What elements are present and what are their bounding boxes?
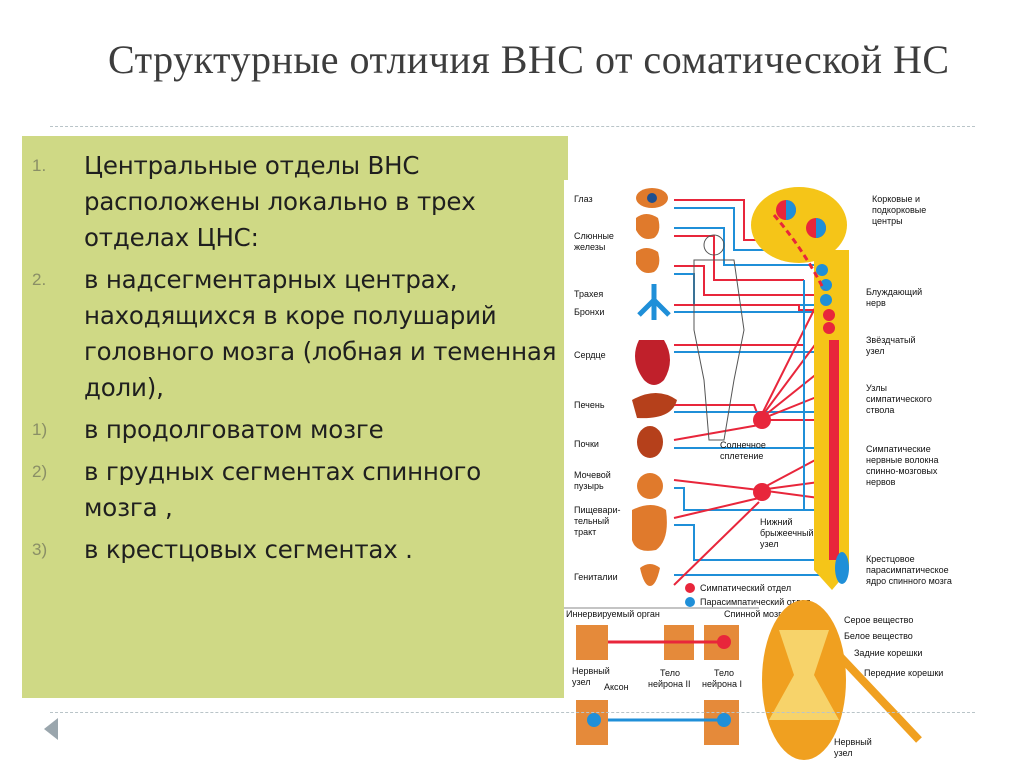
label-digestive: тракт	[574, 527, 596, 537]
label-salivary: железы	[574, 242, 605, 252]
legend-sympathetic-swatch	[685, 583, 695, 593]
label-fibers: Симпатические	[866, 444, 931, 454]
list-marker: 3)	[32, 540, 48, 559]
label-sacral: ядро спинного мозга	[866, 576, 952, 586]
text-panel: 1. Центральные отделы ВНС расположены ло…	[22, 136, 568, 698]
label-trunk: симпатического	[866, 394, 932, 404]
list-marker: 2)	[32, 462, 48, 481]
label-innervated-organ: Иннервируемый орган	[566, 609, 660, 619]
label-liver: Печень	[574, 400, 605, 410]
label-neuron-two: нейрона II	[648, 679, 691, 689]
list-item-text: Центральные отделы ВНС расположены локал…	[84, 151, 476, 252]
label-stellate: Звёздчатый	[866, 335, 916, 345]
digestive-tract-icon	[632, 505, 667, 551]
label-dorsal-roots: Задние корешки	[854, 648, 922, 658]
label-trunk: ствола	[866, 405, 894, 415]
label-axon: Аксон	[604, 682, 629, 692]
label-heart: Сердце	[574, 350, 606, 360]
list-marker: 1.	[32, 156, 47, 175]
list-item-text: в продолговатом мозге	[84, 415, 384, 444]
label-ganglion: Нервный	[834, 737, 872, 747]
label-white-matter: Белое вещество	[844, 631, 913, 641]
list-marker: 2.	[32, 270, 47, 289]
label-fibers: нервов	[866, 477, 896, 487]
label-digestive: Пищевари-	[574, 505, 621, 515]
list-item-text: в крестцовых сегментах .	[84, 535, 413, 564]
legend-parasympathetic: Парасимпатический отдел	[700, 597, 811, 607]
label-mesenteric: брыжеечный	[760, 528, 814, 538]
label-salivary: Слюнные	[574, 231, 614, 241]
organ-labels: Глаз Слюнные железы Трахея Бронхи Сердце…	[574, 194, 621, 582]
list-item: 1) в продолговатом мозге	[22, 412, 568, 448]
label-vagus: нерв	[866, 298, 886, 308]
label-sacral: парасимпатическое	[866, 565, 949, 575]
label-vagus: Блуждающий	[866, 287, 922, 297]
slide-title: Структурные отличия ВНС от соматической …	[108, 37, 950, 82]
label-neuron-one: Тело	[714, 668, 734, 678]
list-item: 2. в надсегментарных центрах, находящихс…	[22, 262, 568, 406]
label-ganglion: Нервный	[572, 666, 610, 676]
label-neuron-one: нейрона I	[702, 679, 742, 689]
label-solar: Солнечное	[720, 440, 766, 450]
label-grey-matter: Серое вещество	[844, 615, 913, 625]
label-digestive: тельный	[574, 516, 609, 526]
label-cortical: подкорковые	[872, 205, 926, 215]
label-ventral-roots: Передние корешки	[864, 668, 943, 678]
label-neuron-two: Тело	[660, 668, 680, 678]
label-bladder: пузырь	[574, 481, 604, 491]
body-outline-icon	[693, 234, 745, 441]
legend-parasympathetic-swatch	[685, 597, 695, 607]
reflex-arc-schematic: Иннервируемый орган Спинной мозг	[564, 607, 782, 745]
cross-section-labels: Серое вещество Белое вещество Задние кор…	[834, 615, 943, 758]
list-item-text: в надсегментарных центрах, находящихся в…	[84, 265, 557, 402]
list-item: 3) в крестцовых сегментах .	[22, 532, 568, 568]
ans-diagram: Глаз Слюнные железы Трахея Бронхи Сердце…	[564, 180, 974, 767]
previous-slide-arrow-icon[interactable]	[44, 718, 58, 740]
organ-icons	[632, 188, 677, 586]
list-item: 2) в грудных сегментах спинного мозга ,	[22, 454, 568, 526]
label-bladder: Мочевой	[574, 470, 611, 480]
label-ganglion: узел	[572, 677, 590, 687]
center-labels: Корковые и подкорковые центры Блуждающий…	[720, 194, 952, 586]
label-stellate: узел	[866, 346, 884, 356]
liver-icon	[632, 393, 677, 419]
label-eye: Глаз	[574, 194, 593, 204]
label-cortical: Корковые и	[872, 194, 920, 204]
mesenteric-node	[753, 483, 771, 501]
reflex-arc-labels: Нервный узел Аксон Тело нейрона II Тело …	[572, 666, 742, 692]
label-trachea: Трахея	[574, 289, 603, 299]
points-list: 1. Центральные отделы ВНС расположены ло…	[22, 148, 568, 574]
label-genitals: Гениталии	[574, 572, 618, 582]
label-mesenteric: узел	[760, 539, 778, 549]
label-cortical: центры	[872, 216, 903, 226]
label-solar: сплетение	[720, 451, 763, 461]
label-sacral: Крестцовое	[866, 554, 915, 564]
list-item: 1. Центральные отделы ВНС расположены ло…	[22, 148, 568, 256]
label-spinal-cord: Спинной мозг	[724, 609, 782, 619]
list-marker: 1)	[32, 420, 48, 439]
bladder-icon	[637, 473, 663, 499]
label-kidneys: Почки	[574, 439, 599, 449]
spinal-cross-section	[762, 600, 922, 760]
label-mesenteric: Нижний	[760, 517, 793, 527]
legend: Симпатический отдел Парасимпатический от…	[685, 583, 811, 607]
list-item-text: в грудных сегментах спинного мозга ,	[84, 457, 481, 522]
brain-spinal-cord	[751, 187, 849, 590]
legend-sympathetic: Симпатический отдел	[700, 583, 791, 593]
label-fibers: нервные волокна	[866, 455, 938, 465]
label-trunk: Узлы	[866, 383, 887, 393]
bottom-divider	[50, 712, 975, 713]
heart-icon	[635, 340, 670, 385]
label-fibers: спинно-мозговых	[866, 466, 938, 476]
title-divider	[50, 126, 975, 127]
genitals-icon	[640, 564, 660, 586]
kidneys-icon	[637, 426, 663, 458]
trachea-icon	[637, 284, 671, 320]
label-ganglion: узел	[834, 748, 852, 758]
label-bronchi: Бронхи	[574, 307, 604, 317]
solar-plexus-node	[753, 411, 771, 429]
salivary-gland-icon	[636, 214, 660, 239]
